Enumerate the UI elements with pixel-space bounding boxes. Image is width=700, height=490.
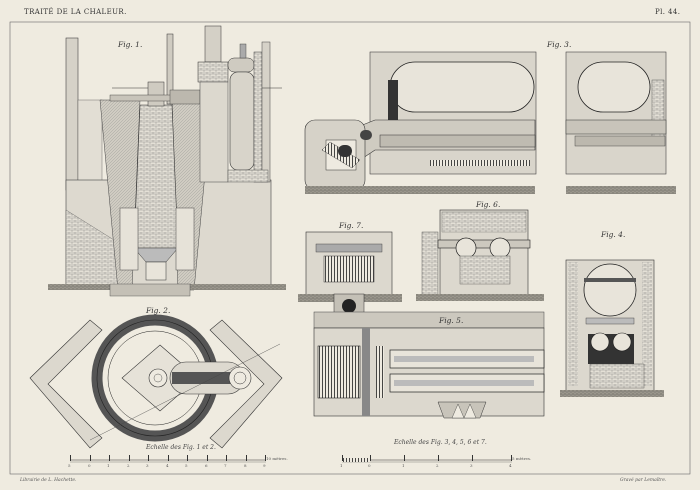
publisher-credit: Librairie de L. Hachette.: [20, 478, 77, 483]
scale-left-tick: 5: [68, 463, 71, 468]
scale-left-tick: 0: [88, 463, 91, 468]
fig6-drawing: [416, 209, 544, 301]
fig2-caption: Fig. 2.: [146, 306, 171, 315]
fig2-drawing: [29, 314, 283, 449]
scale-left-tick: 6: [205, 463, 208, 468]
scale-ticks-right: [342, 455, 512, 461]
fig1-caption: Fig. 1.: [118, 40, 143, 49]
plate-number: Pl. 44.: [655, 8, 681, 16]
scale-left-tick: 8: [244, 463, 247, 468]
scale-right-label: Echelle des Fig. 3, 4, 5, 6 et 7.: [394, 439, 487, 446]
fig4-drawing: [560, 259, 664, 397]
scale-left-tick: 2: [127, 463, 130, 468]
fig1-drawing: [48, 25, 286, 297]
scale-right-unit: 5 mètres.: [512, 456, 532, 461]
fig3-caption: Fig. 3.: [547, 40, 572, 49]
scale-right-tick: 2: [436, 463, 439, 468]
scale-left-tick: 3: [146, 463, 149, 468]
scale-left-unit: 10 mètres.: [266, 456, 288, 461]
fig7-caption: Fig. 7.: [339, 221, 364, 230]
scale-right-tick: 3: [470, 463, 473, 468]
scale-ticks-left: [70, 455, 266, 461]
scale-right-tick: 1: [402, 463, 405, 468]
scale-left-tick: 5: [185, 463, 188, 468]
scale-right-tick: 1: [340, 463, 343, 468]
fig4-caption: Fig. 4.: [601, 230, 626, 239]
scale-left-tick: 9: [263, 463, 266, 468]
plate-title: TRAITÉ DE LA CHALEUR.: [24, 8, 127, 16]
engraver-credit: Gravé par Lemaître.: [620, 478, 667, 483]
scale-left-tick: 7: [224, 463, 227, 468]
scale-left-tick: 4: [166, 463, 169, 468]
scale-right-tick: 4: [509, 463, 512, 468]
scale-left-tick: 1: [107, 463, 110, 468]
fig5-drawing: [313, 311, 545, 419]
fig6-caption: Fig. 6.: [476, 200, 501, 209]
fig7-drawing: [298, 231, 402, 317]
plate-frame: [9, 21, 691, 475]
fig5-caption: Fig. 5.: [439, 316, 464, 325]
scale-left-label: Echelle des Fig. 1 et 2.: [146, 444, 216, 451]
scale-right-tick: 0: [368, 463, 371, 468]
fig3-drawing: [304, 51, 676, 194]
